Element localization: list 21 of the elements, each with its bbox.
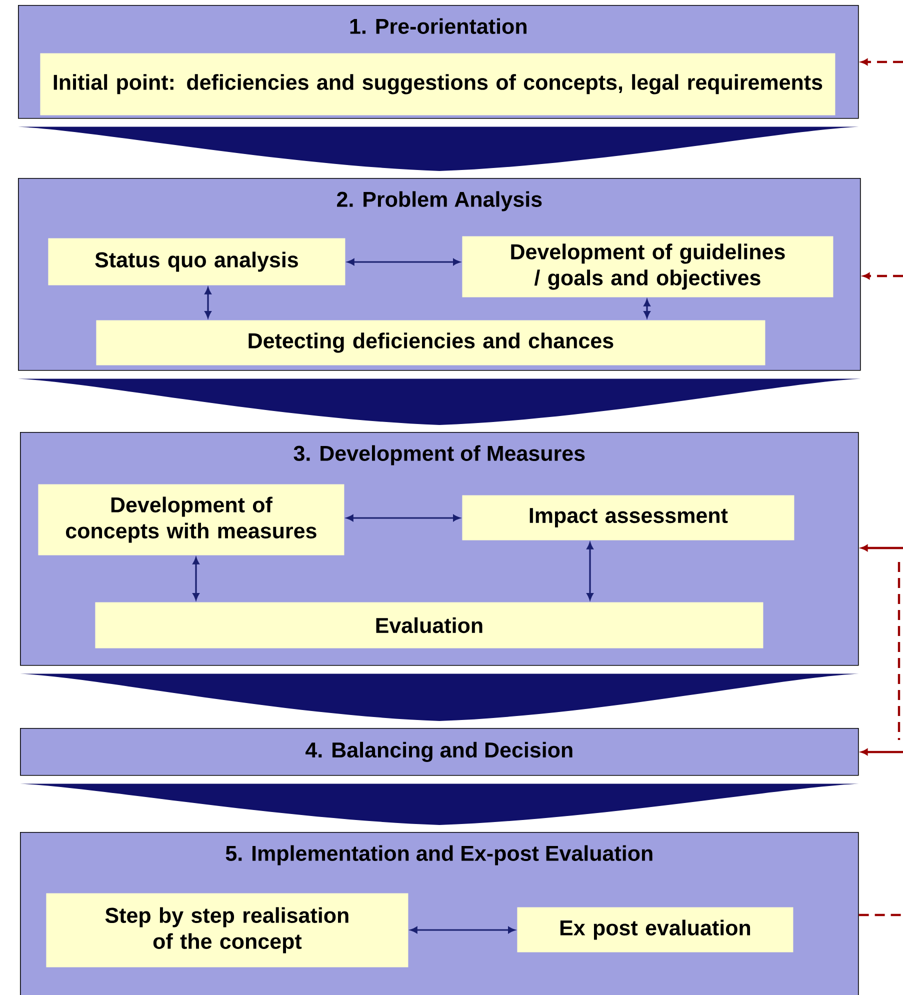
double-arrow — [347, 258, 460, 266]
step-box: Development of concepts with measures — [38, 484, 344, 556]
double-arrow — [410, 926, 515, 934]
double-arrow — [192, 557, 200, 600]
step-box: Status quo analysis — [48, 238, 346, 286]
stage-box: 4. Balancing and Decision — [20, 728, 859, 776]
step-box: Evaluation — [95, 602, 764, 648]
step-box: Initial point: deficiencies and suggestions of concepts, legal requirements — [40, 53, 836, 116]
double-arrow — [644, 299, 650, 318]
step-box: Step by step realisation of the concept — [46, 893, 408, 968]
step-box: Development of guidelines / goals and objectives — [462, 236, 834, 298]
feedback-arrow — [863, 272, 903, 280]
feedback-arrow — [861, 748, 903, 756]
step-box: Detecting deficiencies and chances — [96, 320, 766, 366]
double-arrow — [346, 514, 460, 522]
double-arrow — [586, 542, 594, 600]
step-box: Impact assessment — [462, 495, 794, 540]
step-box: Ex post evaluation — [517, 907, 794, 952]
feedback-arrow — [861, 58, 903, 66]
double-arrow — [204, 287, 212, 318]
feedback-arrow — [861, 544, 903, 552]
